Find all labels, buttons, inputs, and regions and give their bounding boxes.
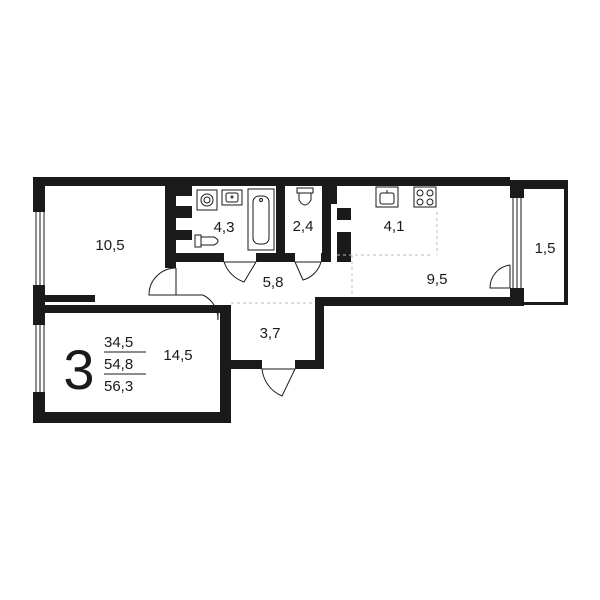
wall-bottom-left (33, 412, 231, 423)
door-icon (294, 261, 322, 281)
room-area-bedroom-top-left: 10,5 (95, 237, 124, 254)
wall-bottom-right (510, 288, 524, 306)
sink-icon (221, 189, 243, 206)
wall-top (33, 177, 510, 186)
wall-bath-bottom-r (256, 253, 280, 262)
wall-left-mid (33, 285, 45, 325)
room-area-kitchen: 4,1 (384, 218, 405, 235)
wall-divider-left-b (45, 305, 220, 313)
room-area-kitchen-living: 9,5 (427, 271, 448, 288)
washing-machine-icon (196, 189, 218, 211)
wall-kitchen-left-c (337, 232, 351, 262)
sink-icon (375, 186, 399, 208)
wall-top-right (510, 180, 568, 189)
room-count: 3 (63, 338, 94, 401)
summary-block: 3 34,5 54,8 56,3 (63, 334, 146, 401)
wall-balcony-left-top (510, 180, 524, 198)
wall-toilet-bottom-r (321, 253, 331, 262)
wall-toilet-bottom (285, 253, 295, 262)
room-area-balcony: 1,5 (535, 240, 556, 257)
door-icon (489, 264, 511, 289)
room-area-hallway: 5,8 (263, 274, 284, 291)
room-area-bedroom-bottom-left: 14,5 (163, 347, 192, 364)
wall-storage-left-bottom (220, 360, 262, 369)
window-icon (512, 198, 522, 288)
wall-bath-toilet (276, 186, 285, 262)
window-icon (35, 325, 45, 392)
wall-kitchen-left (331, 186, 337, 204)
bathtub-icon (247, 188, 275, 251)
wall-balcony-bottom (524, 302, 568, 305)
wall-bedroom1-right (165, 180, 176, 268)
door-icon (148, 267, 177, 296)
wall-storage-right-bottom (295, 360, 324, 369)
wall-left-top (33, 177, 45, 212)
area-with-balcony: 56,3 (104, 378, 133, 395)
windows (35, 198, 522, 392)
room-area-storage: 3,7 (260, 325, 281, 342)
wall-bath-left-c (176, 230, 192, 240)
window-icon (35, 212, 45, 285)
wall-bottom-main (315, 297, 510, 306)
wall-storage-right (315, 303, 324, 369)
wall-divider-left (45, 295, 95, 302)
toilet-icon (296, 187, 314, 206)
wall-toilet-right (322, 186, 331, 262)
zone-lines (231, 212, 438, 304)
room-labels: 10,5 4,3 2,4 4,1 1,5 5,8 9,5 3,7 14,5 (95, 218, 555, 364)
room-area-bathroom: 4,3 (214, 219, 235, 236)
fixtures (194, 186, 437, 251)
stove-icon (413, 186, 437, 208)
doors (148, 261, 511, 397)
room-area-toilet: 2,4 (293, 218, 314, 235)
toilet-icon (194, 234, 219, 248)
walls (33, 177, 568, 423)
living-area: 34,5 (104, 334, 133, 351)
wall-balcony-right (564, 180, 568, 305)
wall-bath-bottom-l (176, 253, 224, 262)
door-icon (261, 368, 296, 397)
total-area: 54,8 (104, 356, 133, 373)
door-icon (176, 294, 219, 321)
door-icon (223, 261, 257, 283)
wall-bath-left (176, 186, 192, 196)
wall-kitchen-left-b (337, 208, 351, 220)
wall-bath-left-b (176, 206, 192, 218)
